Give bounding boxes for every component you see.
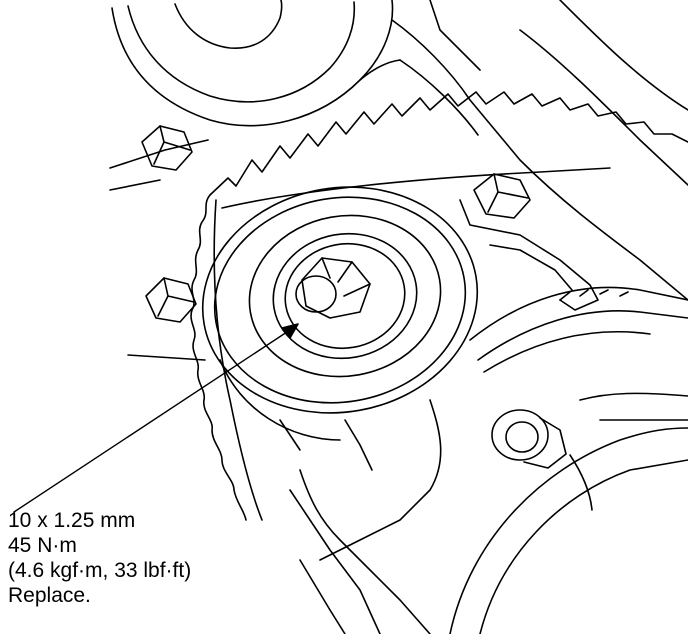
bolt-size-label: 10 x 1.25 mm <box>8 509 136 532</box>
timing-belt-top-run <box>209 91 688 209</box>
left-bolt <box>145 277 197 323</box>
tensioner-bolt <box>295 257 371 319</box>
torque-alt-label: (4.6 kgf·m, 33 lbf·ft) <box>8 559 192 582</box>
timing-belt-left-run <box>190 194 263 521</box>
callout-leader <box>13 323 299 513</box>
replace-note: Replace. <box>8 584 91 607</box>
timing-belt-right-run <box>469 286 688 373</box>
torque-callout: 10 x 1.25 mm 45 N·m (4.6 kgf·m, 33 lbf·f… <box>8 508 191 608</box>
right-bolt <box>473 173 531 219</box>
tensioner-bracket <box>279 199 599 634</box>
crank-pulley <box>449 392 688 634</box>
tensioner-pulley <box>201 186 479 441</box>
torque-nm-label: 45 N·m <box>8 534 77 557</box>
engine-cover-lines <box>109 0 688 361</box>
lower-right-stud <box>491 409 593 511</box>
upper-pulley <box>111 0 401 127</box>
upper-left-bolt <box>141 125 193 171</box>
